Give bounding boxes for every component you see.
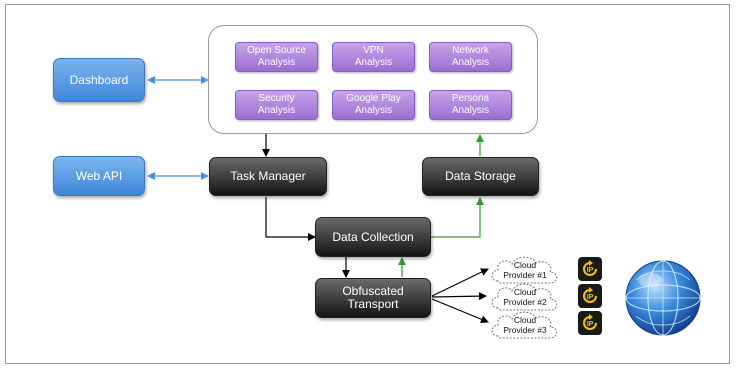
ip-rotate-icon: IP [578, 311, 602, 335]
ip-rotate-arc: IP [583, 260, 597, 276]
dashboard-box: Dashboard [53, 58, 145, 102]
cloud-provider-2-label: Cloud Provider #2 [503, 287, 547, 307]
open-source-analysis-box: Open Source Analysis [235, 42, 318, 72]
ip-rotate-icon: IP [578, 284, 602, 308]
vpn-analysis-box: VPN Analysis [332, 42, 415, 72]
task-manager-box: Task Manager [209, 157, 327, 196]
ip-text: IP [587, 321, 594, 328]
security-analysis-box: Security Analysis [235, 90, 318, 120]
ip-text: IP [587, 267, 594, 274]
globe-icon [625, 260, 701, 336]
web-api-box: Web API [53, 156, 145, 196]
transport-to-cloud3-arrow [431, 298, 489, 324]
network-analysis-box: Network Analysis [429, 42, 512, 72]
data-storage-box: Data Storage [422, 157, 539, 196]
cloud-shape-1 [491, 256, 558, 284]
cloud-shape-3 [491, 311, 558, 339]
ip-rotate-arc: IP [583, 287, 597, 303]
obfuscated-transport-box: Obfuscated Transport [315, 278, 431, 318]
data-collection-box: Data Collection [315, 217, 431, 257]
google-play-analysis-box: Google Play Analysis [332, 90, 415, 120]
cloud-provider-3-label: Cloud Provider #3 [503, 315, 547, 335]
collection-to-storage-arrow [431, 197, 484, 238]
transport-to-cloud2-arrow [431, 292, 487, 301]
ip-text: IP [587, 294, 594, 301]
cloud-provider-1-label: Cloud Provider #1 [503, 260, 547, 280]
ip-rotate-icon: IP [578, 257, 602, 281]
persona-analysis-box: Persona Analysis [429, 90, 512, 120]
cloud-shape-2 [491, 283, 558, 311]
taskmanager-to-collection-arrow [265, 197, 316, 241]
transport-to-cloud1-arrow [431, 268, 489, 297]
ip-rotate-arc: IP [583, 314, 597, 330]
